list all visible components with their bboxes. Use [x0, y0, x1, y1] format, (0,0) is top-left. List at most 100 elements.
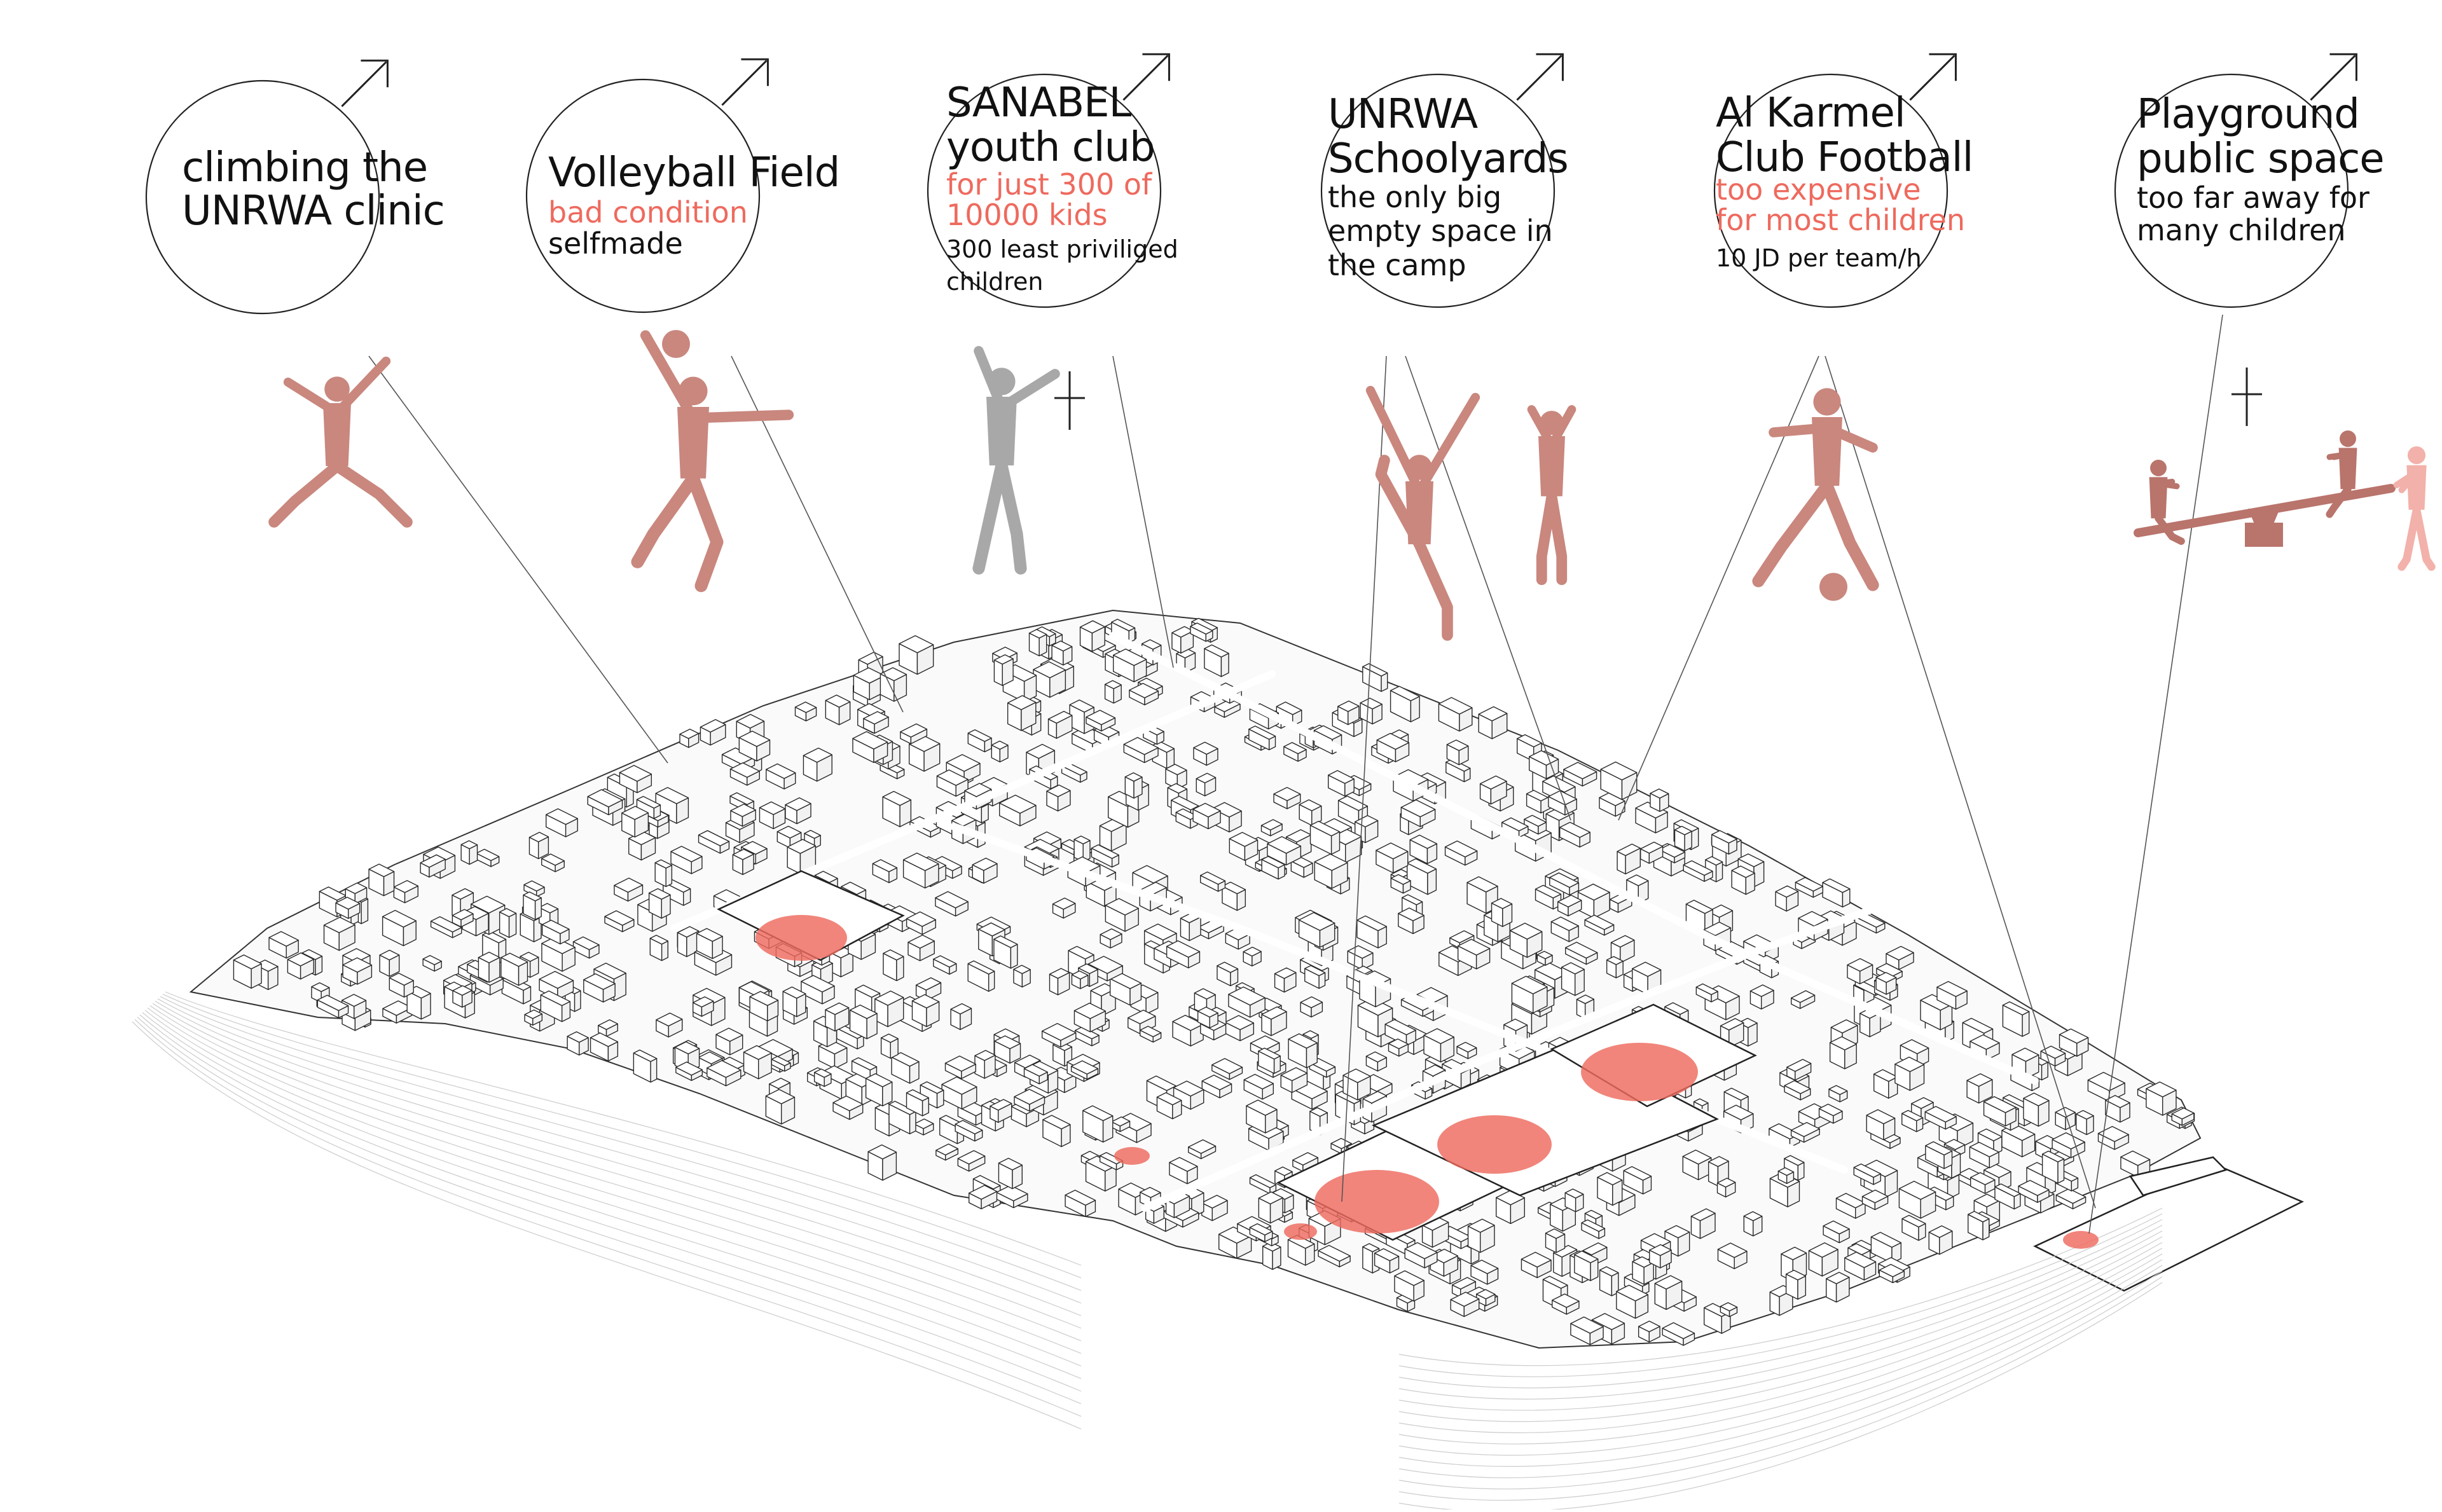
building-roof [955, 1120, 983, 1135]
building-roof [1042, 1022, 1077, 1041]
bubble-highlight-line: too expensive [1716, 172, 1921, 207]
contour-line [147, 1007, 1082, 1354]
building-roof [1124, 772, 1143, 782]
building-roof [1193, 741, 1218, 755]
building-roof [323, 916, 355, 933]
bubble-detail-line: 10 JD per team/h [1716, 244, 1922, 272]
building-roof [920, 1081, 944, 1094]
building-roof [1274, 1166, 1293, 1176]
building-roof [880, 1033, 899, 1043]
building-roof [804, 830, 821, 839]
building-roof [1695, 983, 1718, 995]
playground-edge [2128, 1156, 2228, 1197]
bubble-playground [1825, 53, 2357, 1209]
building-roof [1501, 817, 1529, 832]
building-roof [420, 854, 446, 868]
building-roof [1273, 787, 1301, 801]
building-roof [1564, 1188, 1584, 1199]
building-roof [1071, 970, 1089, 980]
building-roof [801, 975, 835, 993]
building-roof [936, 769, 969, 786]
building-roof [1828, 1085, 1848, 1096]
building-roof [1847, 958, 1873, 972]
building-roof [1966, 1073, 1993, 1087]
building-roof [1267, 836, 1302, 854]
building-roof [1582, 1242, 1608, 1256]
building-roof [1246, 1099, 1278, 1116]
building-roof [946, 754, 981, 772]
leader-line [1341, 355, 1387, 1202]
building-roof [523, 891, 542, 902]
building-roof [2076, 1110, 2094, 1120]
building-roof [1376, 842, 1409, 860]
figure-leg [331, 460, 413, 528]
building-roof [1835, 1193, 1866, 1209]
bubble-schoolyards [1320, 53, 1571, 821]
building-roof [233, 954, 262, 970]
building-roof [1674, 825, 1692, 835]
building-roof [1650, 788, 1669, 799]
building-roof [1570, 1316, 1604, 1334]
building-roof [1376, 732, 1410, 750]
building-roof [1276, 701, 1302, 715]
leader-line [2088, 314, 2223, 1234]
building-roof [743, 1045, 772, 1061]
building-roof [967, 729, 992, 742]
building-roof [1703, 921, 1732, 937]
building-roof [1574, 1250, 1599, 1263]
building-face [361, 898, 369, 924]
building-roof [1172, 1015, 1204, 1031]
building-roof [1584, 1209, 1603, 1220]
building-roof [1550, 916, 1579, 931]
building-roof [1823, 1220, 1850, 1235]
figure-leg [1414, 539, 1453, 641]
building-roof [1243, 1073, 1274, 1090]
building-face [1982, 1218, 1990, 1241]
building-roof [1342, 1068, 1371, 1083]
figure-head [1813, 388, 1841, 416]
building-roof [656, 1012, 683, 1027]
building-roof [1073, 835, 1091, 844]
figure-arm [974, 346, 1007, 413]
building-roof [520, 951, 539, 962]
building-roof [478, 951, 500, 963]
figure-leg [1752, 479, 1833, 588]
building-roof [1581, 1219, 1606, 1232]
building-roof [1535, 884, 1562, 898]
building-roof [1285, 829, 1312, 843]
building-roof [1288, 1033, 1318, 1049]
building-face [896, 956, 904, 982]
building-face [909, 1111, 916, 1135]
building-roof [604, 910, 635, 926]
building-roof [379, 949, 400, 961]
building-roof [999, 794, 1037, 814]
building-roof [393, 880, 418, 893]
building-roof [993, 654, 1014, 665]
building-roof [598, 1019, 618, 1030]
building-roof [1091, 844, 1119, 859]
building-roof [1204, 644, 1229, 658]
building-roof [957, 1150, 986, 1165]
building-roof [1521, 1251, 1552, 1268]
contour-line [1398, 1236, 2163, 1422]
building-roof [1140, 1026, 1162, 1038]
bubble-circle [145, 79, 380, 315]
male-symbol-icon [1909, 53, 1957, 101]
building-roof [619, 765, 652, 782]
building-roof [1261, 856, 1285, 869]
building-face [574, 990, 581, 1012]
building-roof [528, 832, 549, 842]
building-roof [972, 857, 998, 871]
building-roof [583, 973, 616, 990]
leader-line [1112, 355, 1174, 668]
building-roof [941, 1076, 977, 1095]
building-roof [785, 797, 811, 811]
building-roof [541, 937, 576, 954]
building-roof [2171, 1107, 2195, 1120]
contour-line [144, 1010, 1082, 1366]
building-roof [1723, 1104, 1754, 1120]
building-roof [301, 949, 323, 960]
building-roof [1049, 968, 1070, 979]
building-roof [1449, 930, 1475, 944]
building-roof [1337, 700, 1360, 712]
